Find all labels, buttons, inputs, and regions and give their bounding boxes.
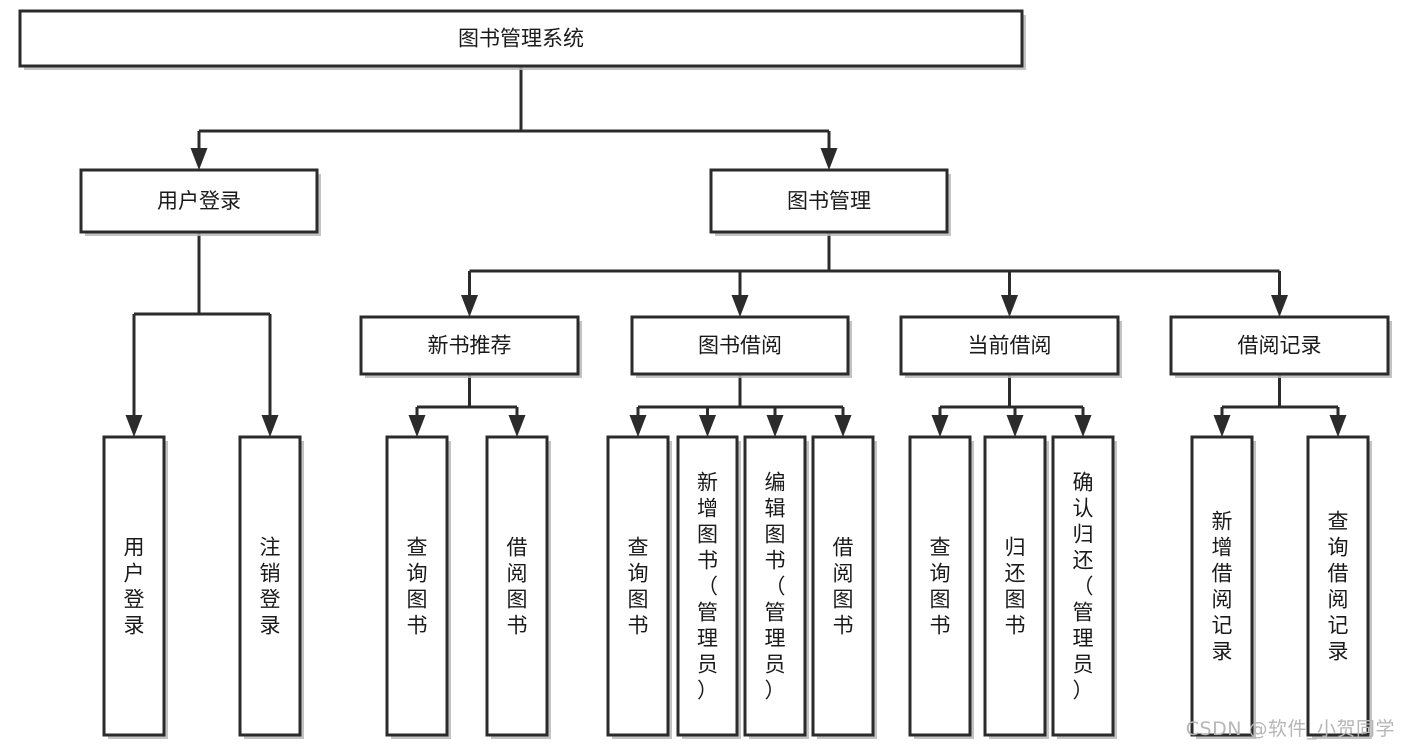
- arrow-head-icon: [731, 295, 749, 317]
- arrow-head-icon: [190, 148, 208, 170]
- arrow-head-icon: [766, 415, 784, 437]
- node-label: 借阅记录: [1238, 334, 1322, 358]
- node-label: 当前借阅: [968, 334, 1052, 358]
- node-label: 新增图书（管理员）: [697, 470, 718, 702]
- arrow-head-icon: [629, 415, 647, 437]
- node-label: 归还图书: [1005, 535, 1026, 637]
- node-leaf-rec-add[interactable]: 新增借阅记录: [1190, 435, 1256, 739]
- edge-group-current-borrow: [931, 374, 1092, 437]
- node-leaf-borrow-query[interactable]: 查询图书: [606, 435, 672, 739]
- node-label: 借阅图书: [833, 535, 854, 637]
- arrow-head-icon: [508, 415, 526, 437]
- edge-group-new-book-rec: [408, 374, 526, 437]
- edge-group-user-login: [125, 232, 279, 437]
- node-label: 查询图书: [407, 535, 428, 637]
- node-label: 图书借阅: [698, 334, 782, 358]
- node-label: 用户登录: [157, 189, 241, 213]
- node-leaf-user-login[interactable]: 用户登录: [102, 435, 168, 739]
- arrow-head-icon: [931, 415, 949, 437]
- node-label: 图书管理系统: [458, 27, 584, 51]
- node-borrow-record[interactable]: 借阅记录: [1169, 315, 1392, 378]
- node-label: 用户登录: [124, 535, 145, 637]
- edge-group-borrow-record: [1213, 374, 1347, 437]
- node-label: 注销登录: [260, 535, 281, 637]
- node-label: 新增借阅记录: [1212, 509, 1233, 663]
- node-leaf-rec-borrow[interactable]: 借阅图书: [485, 435, 551, 739]
- node-root[interactable]: 图书管理系统: [18, 9, 1026, 70]
- node-leaf-cur-query[interactable]: 查询图书: [908, 435, 974, 739]
- node-label: 借阅图书: [507, 535, 528, 637]
- arrow-head-icon: [461, 295, 478, 317]
- arrow-head-icon: [699, 415, 716, 437]
- node-leaf-borrow-edit[interactable]: 编辑图书（管理员）: [743, 435, 809, 739]
- arrow-head-icon: [1329, 415, 1347, 437]
- node-book-borrow[interactable]: 图书借阅: [630, 315, 852, 378]
- edge-group-root: [190, 66, 838, 170]
- node-leaf-cur-confirm[interactable]: 确认归还（管理员）: [1051, 435, 1117, 739]
- node-label: 新书推荐: [428, 334, 512, 358]
- arrow-head-icon: [1006, 415, 1024, 437]
- arrow-head-icon: [1271, 295, 1288, 317]
- arrow-head-icon: [1213, 415, 1231, 437]
- node-leaf-borrow-lend[interactable]: 借阅图书: [811, 435, 877, 739]
- node-new-book-rec[interactable]: 新书推荐: [359, 315, 582, 378]
- arrow-head-icon: [125, 415, 143, 437]
- node-current-borrow[interactable]: 当前借阅: [899, 315, 1122, 378]
- node-leaf-rec-query[interactable]: 查询图书: [385, 435, 451, 739]
- arrow-head-icon: [1001, 295, 1018, 317]
- node-book-manage[interactable]: 图书管理: [709, 168, 951, 236]
- edge-group-book-manage: [461, 232, 1288, 317]
- node-label: 查询借阅记录: [1328, 509, 1349, 663]
- node-label: 确认归还（管理员）: [1073, 470, 1094, 702]
- arrow-head-icon: [834, 415, 852, 437]
- edge-group-book-borrow: [629, 374, 852, 437]
- node-leaf-rec-query2[interactable]: 查询借阅记录: [1306, 435, 1372, 739]
- node-leaf-user-logout[interactable]: 注销登录: [238, 435, 304, 739]
- node-label: 查询图书: [628, 535, 649, 637]
- node-label: 图书管理: [787, 189, 871, 213]
- node-layer: 图书管理系统用户登录图书管理新书推荐图书借阅当前借阅借阅记录用户登录注销登录查询…: [18, 9, 1392, 739]
- csdn-watermark: CSDN @软件_小贺同学: [1185, 718, 1395, 740]
- node-leaf-borrow-add[interactable]: 新增图书（管理员）: [676, 435, 741, 739]
- node-label: 查询图书: [930, 535, 951, 637]
- arrow-head-icon: [1074, 415, 1092, 437]
- node-user-login[interactable]: 用户登录: [79, 168, 321, 236]
- arrow-head-icon: [820, 148, 838, 170]
- arrow-head-icon: [408, 415, 426, 437]
- node-label: 编辑图书（管理员）: [765, 470, 786, 702]
- connector-layer: [125, 66, 1347, 437]
- arrow-head-icon: [261, 415, 279, 437]
- node-leaf-cur-return[interactable]: 归还图书: [983, 435, 1049, 739]
